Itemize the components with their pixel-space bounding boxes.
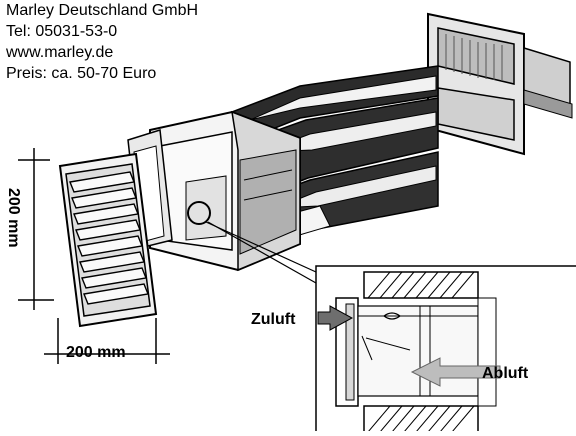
duct-tubes [230,65,439,248]
front-grille [58,152,158,328]
exhaust-air-label: Abluft [482,365,529,382]
exhaust-arrow [410,357,501,387]
rear-wall-plate [427,12,573,156]
dimension-lines [18,148,170,364]
detail-leader [205,221,317,284]
supply-arrow [317,305,354,331]
price: Preis: ca. 50-70 Euro [6,65,157,82]
middle-housing [149,110,301,272]
company-name: Marley Deutschland GmbH [6,2,199,19]
height-dimension-label: 200 mm [5,188,22,248]
supply-air-label: Zuluft [251,311,296,328]
phone-number: Tel: 05031-53-0 [6,23,118,40]
width-dimension-label: 200 mm [66,344,126,361]
detail-inset [315,265,576,433]
website: www.marley.de [6,44,114,61]
contact-block: Marley Deutschland GmbH Tel: 05031-53-0 … [6,0,198,84]
